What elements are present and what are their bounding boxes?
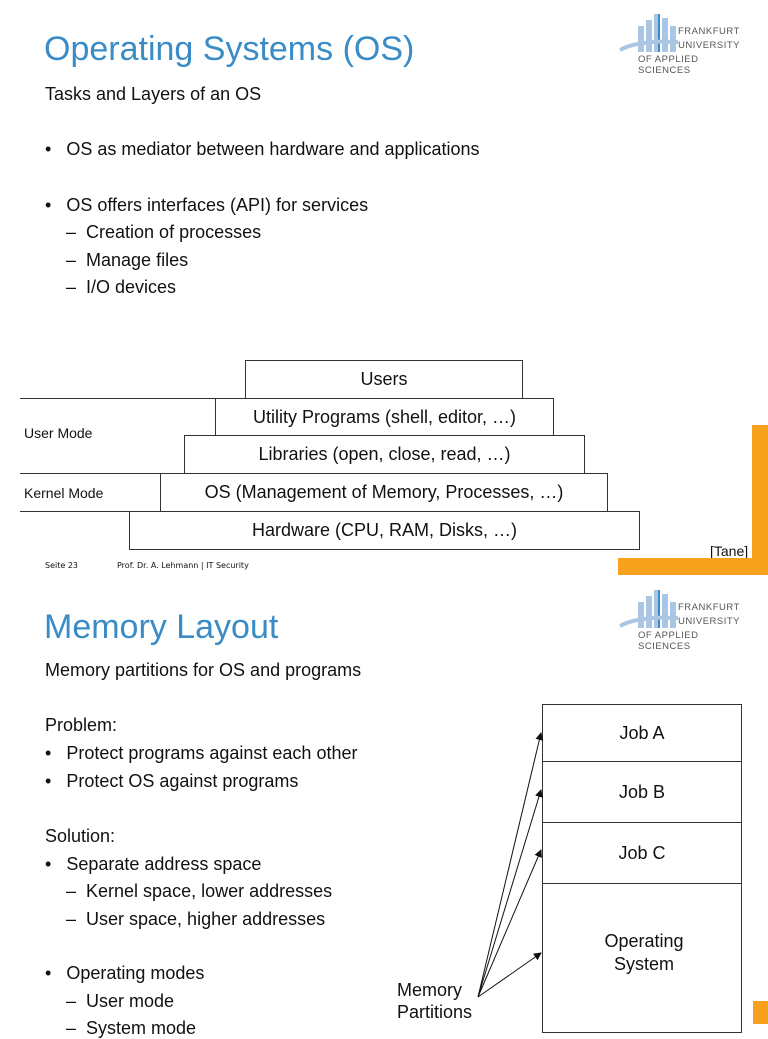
user-mode-label: User Mode [24, 425, 93, 441]
logo-text: FRANKFURT [678, 26, 740, 37]
arrow [477, 952, 542, 998]
layer-hardware: Hardware (CPU, RAM, Disks, …) [129, 511, 640, 550]
bullet: • Operating modes [45, 963, 205, 983]
logo-text: OF APPLIED SCIENCES [638, 54, 699, 76]
arrow [477, 849, 542, 998]
logo-text: UNIVERSITY [678, 40, 741, 51]
divider [20, 473, 170, 474]
solution-label: Solution: [45, 826, 116, 846]
slide-title: Operating Systems (OS) [44, 30, 415, 68]
logo-text: FRANKFURT [678, 602, 740, 613]
accent-bar [753, 1001, 768, 1024]
citation: [Tane] [710, 543, 749, 559]
slide-subtitle: Memory partitions for OS and programs [45, 660, 362, 680]
footer-author: Prof. Dr. A. Lehmann | IT Security [117, 561, 249, 570]
slide-title: Memory Layout [44, 608, 279, 646]
footer-page: Seite 23 [45, 561, 79, 570]
bullet: • Protect programs against each other [45, 743, 358, 763]
accent-bar [618, 558, 768, 575]
logo-graphic [619, 14, 678, 52]
layer-utility: Utility Programs (shell, editor, …) [215, 398, 554, 436]
partition-os: Operating System [542, 883, 742, 1033]
sub-bullet: – I/O devices [66, 277, 177, 297]
bullet: • OS as mediator between hardware and ap… [45, 139, 480, 159]
accent-bar [752, 425, 768, 575]
divider [20, 511, 135, 512]
logo-text: UNIVERSITY [678, 616, 741, 627]
partition-os-label: Operating System [604, 931, 684, 974]
sub-bullet: – Creation of processes [66, 222, 262, 242]
logo-text: OF APPLIED SCIENCES [638, 630, 699, 652]
sub-bullet: – User mode [66, 991, 175, 1011]
slide-subtitle: Tasks and Layers of an OS [45, 84, 262, 104]
university-logo: FRANKFURT UNIVERSITY OF APPLIED SCIENCES [618, 588, 743, 652]
bullet: • Protect OS against programs [45, 771, 299, 791]
logo-graphic [619, 590, 678, 628]
layer-libraries: Libraries (open, close, read, …) [184, 435, 585, 474]
memory-partitions-label: Memory Partitions [397, 980, 473, 1022]
bullet: • Separate address space [45, 854, 262, 874]
sub-bullet: – Kernel space, lower addresses [66, 881, 333, 901]
arrow [477, 732, 544, 998]
problem-label: Problem: [45, 715, 118, 735]
arrow [477, 789, 543, 998]
university-logo: FRANKFURT UNIVERSITY OF APPLIED SCIENCES [618, 12, 743, 76]
sub-bullet: – Manage files [66, 250, 189, 270]
bullet: • OS offers interfaces (API) for service… [45, 195, 369, 215]
layer-users: Users [245, 360, 523, 399]
divider [20, 398, 220, 399]
sub-bullet: – User space, higher addresses [66, 909, 326, 929]
kernel-mode-label: Kernel Mode [24, 485, 104, 501]
